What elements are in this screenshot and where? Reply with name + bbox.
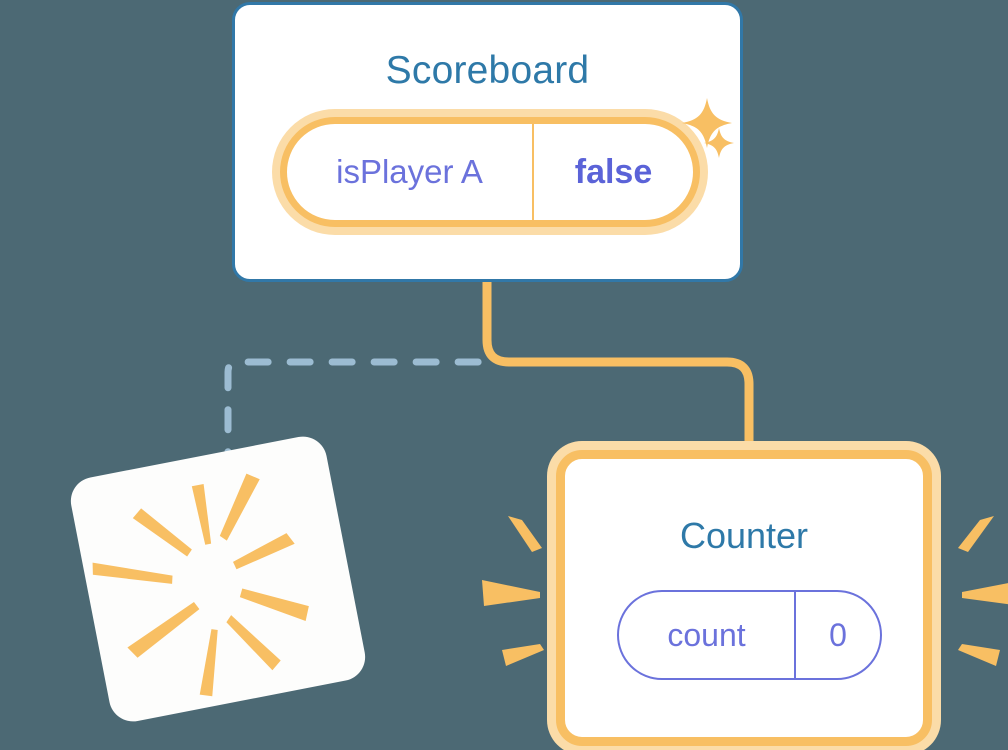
burst-ray	[958, 516, 994, 552]
ghost-card-burst-rays	[92, 473, 309, 697]
counter-burst-rays-left	[482, 516, 544, 666]
scoreboard-state-key: isPlayer A	[287, 124, 534, 220]
burst-ray	[958, 644, 1000, 666]
burst-ray	[199, 629, 218, 697]
burst-ray	[191, 484, 212, 545]
counter-title: Counter	[679, 515, 809, 556]
counter-burst-rays-right	[958, 516, 1008, 666]
solid-connector-scoreboard-to-counter	[482, 277, 754, 463]
dashed-connector-scoreboard-to-ghost	[224, 281, 491, 476]
burst-ray	[219, 473, 260, 541]
counter-state-value: 0	[829, 616, 847, 653]
burst-ray	[239, 588, 309, 622]
sparkle-large-icon	[682, 98, 732, 148]
burst-ray	[502, 644, 544, 666]
burst-ray	[92, 562, 173, 584]
burst-ray	[508, 516, 542, 552]
scoreboard-state-pill[interactable]: isPlayer A false	[280, 117, 700, 227]
scoreboard-card[interactable]: Scoreboard isPlayer A false	[232, 2, 743, 282]
burst-ray	[132, 508, 192, 557]
burst-ray	[127, 602, 200, 658]
burst-ray	[232, 533, 295, 570]
burst-ray	[482, 580, 540, 606]
burst-ray	[962, 583, 1008, 605]
counter-card[interactable]: Counter count 0	[556, 450, 932, 746]
sparkle-small-icon	[704, 128, 734, 158]
burst-ray	[226, 615, 281, 671]
scoreboard-title: Scoreboard	[385, 49, 590, 92]
counter-state-key: count	[619, 592, 796, 678]
scoreboard-state-value: false	[574, 152, 653, 191]
counter-state-pill[interactable]: count 0	[617, 590, 882, 680]
